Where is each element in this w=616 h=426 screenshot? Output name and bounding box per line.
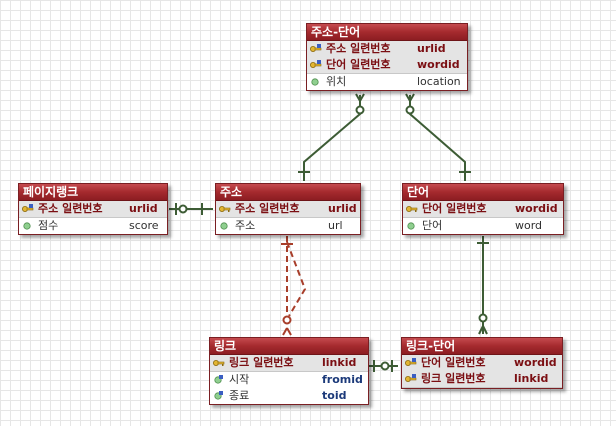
attribute-row[interactable]: 주소 일련번호 urlid <box>307 41 467 57</box>
attribute-column: wordid <box>515 202 558 215</box>
fk-icon <box>214 375 223 384</box>
key-fk-icon <box>405 358 417 366</box>
entity-title[interactable]: 주소-단어 <box>307 24 467 41</box>
relationship-address-addressword[interactable] <box>298 93 365 181</box>
attribute-name: 주소 일련번호 <box>38 202 103 215</box>
attribute-column: score <box>129 219 159 232</box>
attribute-dot-icon <box>23 222 31 230</box>
attribute-column: location <box>417 75 461 88</box>
attribute-column: word <box>515 219 543 232</box>
key-icon <box>406 206 418 212</box>
attribute-column: linkid <box>514 372 549 385</box>
attribute-column: urlid <box>129 202 158 215</box>
key-fk-icon <box>310 60 322 68</box>
attribute-name: 단어 일련번호 <box>421 356 486 369</box>
entity-title[interactable]: 링크-단어 <box>402 338 562 355</box>
key-icon <box>219 206 231 212</box>
entity-link[interactable]: 링크 링크 일련번호 linkid 시작 fromid 종료 toid <box>209 337 369 405</box>
relationship-word-addressword[interactable] <box>405 93 471 181</box>
entity-title[interactable]: 링크 <box>210 338 368 355</box>
key-fk-icon <box>405 374 417 382</box>
attribute-row[interactable]: 단어 일련번호 wordid <box>307 57 467 74</box>
attribute-name: 위치 <box>326 75 347 88</box>
attribute-row[interactable]: 종료 toid <box>210 388 368 404</box>
attribute-name: 단어 <box>422 219 443 232</box>
relationship-address-pagerank[interactable] <box>169 203 213 215</box>
entity-title[interactable]: 페이지랭크 <box>19 184 167 201</box>
key-icon <box>213 360 225 366</box>
attribute-column: url <box>328 219 343 232</box>
attribute-dot-icon <box>220 222 228 230</box>
entity-title[interactable]: 단어 <box>403 184 563 201</box>
attribute-row[interactable]: 링크 일련번호 linkid <box>402 371 562 388</box>
attribute-row[interactable]: 주소 일련번호 urlid <box>216 201 360 218</box>
attribute-row[interactable]: 위치 location <box>307 74 467 90</box>
attribute-column: fromid <box>322 373 363 386</box>
entity-address-word[interactable]: 주소-단어 주소 일련번호 urlid 단어 일련번호 wordid 위치 lo… <box>306 23 468 91</box>
attribute-row[interactable]: 주소 url <box>216 218 360 234</box>
attribute-dot-icon <box>407 222 415 230</box>
attribute-name: 링크 일련번호 <box>421 372 486 385</box>
attribute-column: toid <box>322 389 347 402</box>
attribute-name: 단어 일련번호 <box>326 58 391 71</box>
attribute-name: 종료 <box>229 389 250 402</box>
fk-icon <box>214 391 223 400</box>
entity-address[interactable]: 주소 주소 일련번호 urlid 주소 url <box>215 183 361 235</box>
attribute-row[interactable]: 주소 일련번호 urlid <box>19 201 167 218</box>
attribute-row[interactable]: 단어 word <box>403 218 563 234</box>
attribute-name: 주소 일련번호 <box>235 202 300 215</box>
entity-page-rank[interactable]: 페이지랭크 주소 일련번호 urlid 점수 score <box>18 183 168 235</box>
relationship-link-linkword[interactable] <box>369 360 398 372</box>
attribute-row[interactable]: 단어 일련번호 wordid <box>402 355 562 371</box>
attribute-row[interactable]: 점수 score <box>19 218 167 234</box>
attribute-name: 단어 일련번호 <box>422 202 487 215</box>
attribute-column: wordid <box>514 356 557 369</box>
attribute-column: linkid <box>322 356 357 369</box>
attribute-dot-icon <box>311 78 319 86</box>
entity-title[interactable]: 주소 <box>216 184 360 201</box>
relationship-address-link-ends <box>281 243 293 336</box>
attribute-row[interactable]: 단어 일련번호 wordid <box>403 201 563 218</box>
relationship-address-link[interactable] <box>286 236 307 317</box>
relationship-word-linkword[interactable] <box>477 236 489 335</box>
attribute-column: wordid <box>417 58 460 71</box>
key-fk-icon <box>310 44 322 52</box>
attribute-name: 링크 일련번호 <box>229 356 294 369</box>
attribute-name: 주소 일련번호 <box>326 42 391 55</box>
attribute-column: urlid <box>328 202 357 215</box>
attribute-column: urlid <box>417 42 446 55</box>
entity-link-word[interactable]: 링크-단어 단어 일련번호 wordid 링크 일련번호 linkid <box>401 337 563 389</box>
attribute-name: 점수 <box>38 219 59 232</box>
entity-word[interactable]: 단어 단어 일련번호 wordid 단어 word <box>402 183 564 235</box>
attribute-name: 시작 <box>229 373 250 386</box>
attribute-row[interactable]: 시작 fromid <box>210 372 368 388</box>
attribute-name: 주소 <box>235 219 256 232</box>
attribute-row[interactable]: 링크 일련번호 linkid <box>210 355 368 372</box>
key-fk-icon <box>22 204 34 212</box>
